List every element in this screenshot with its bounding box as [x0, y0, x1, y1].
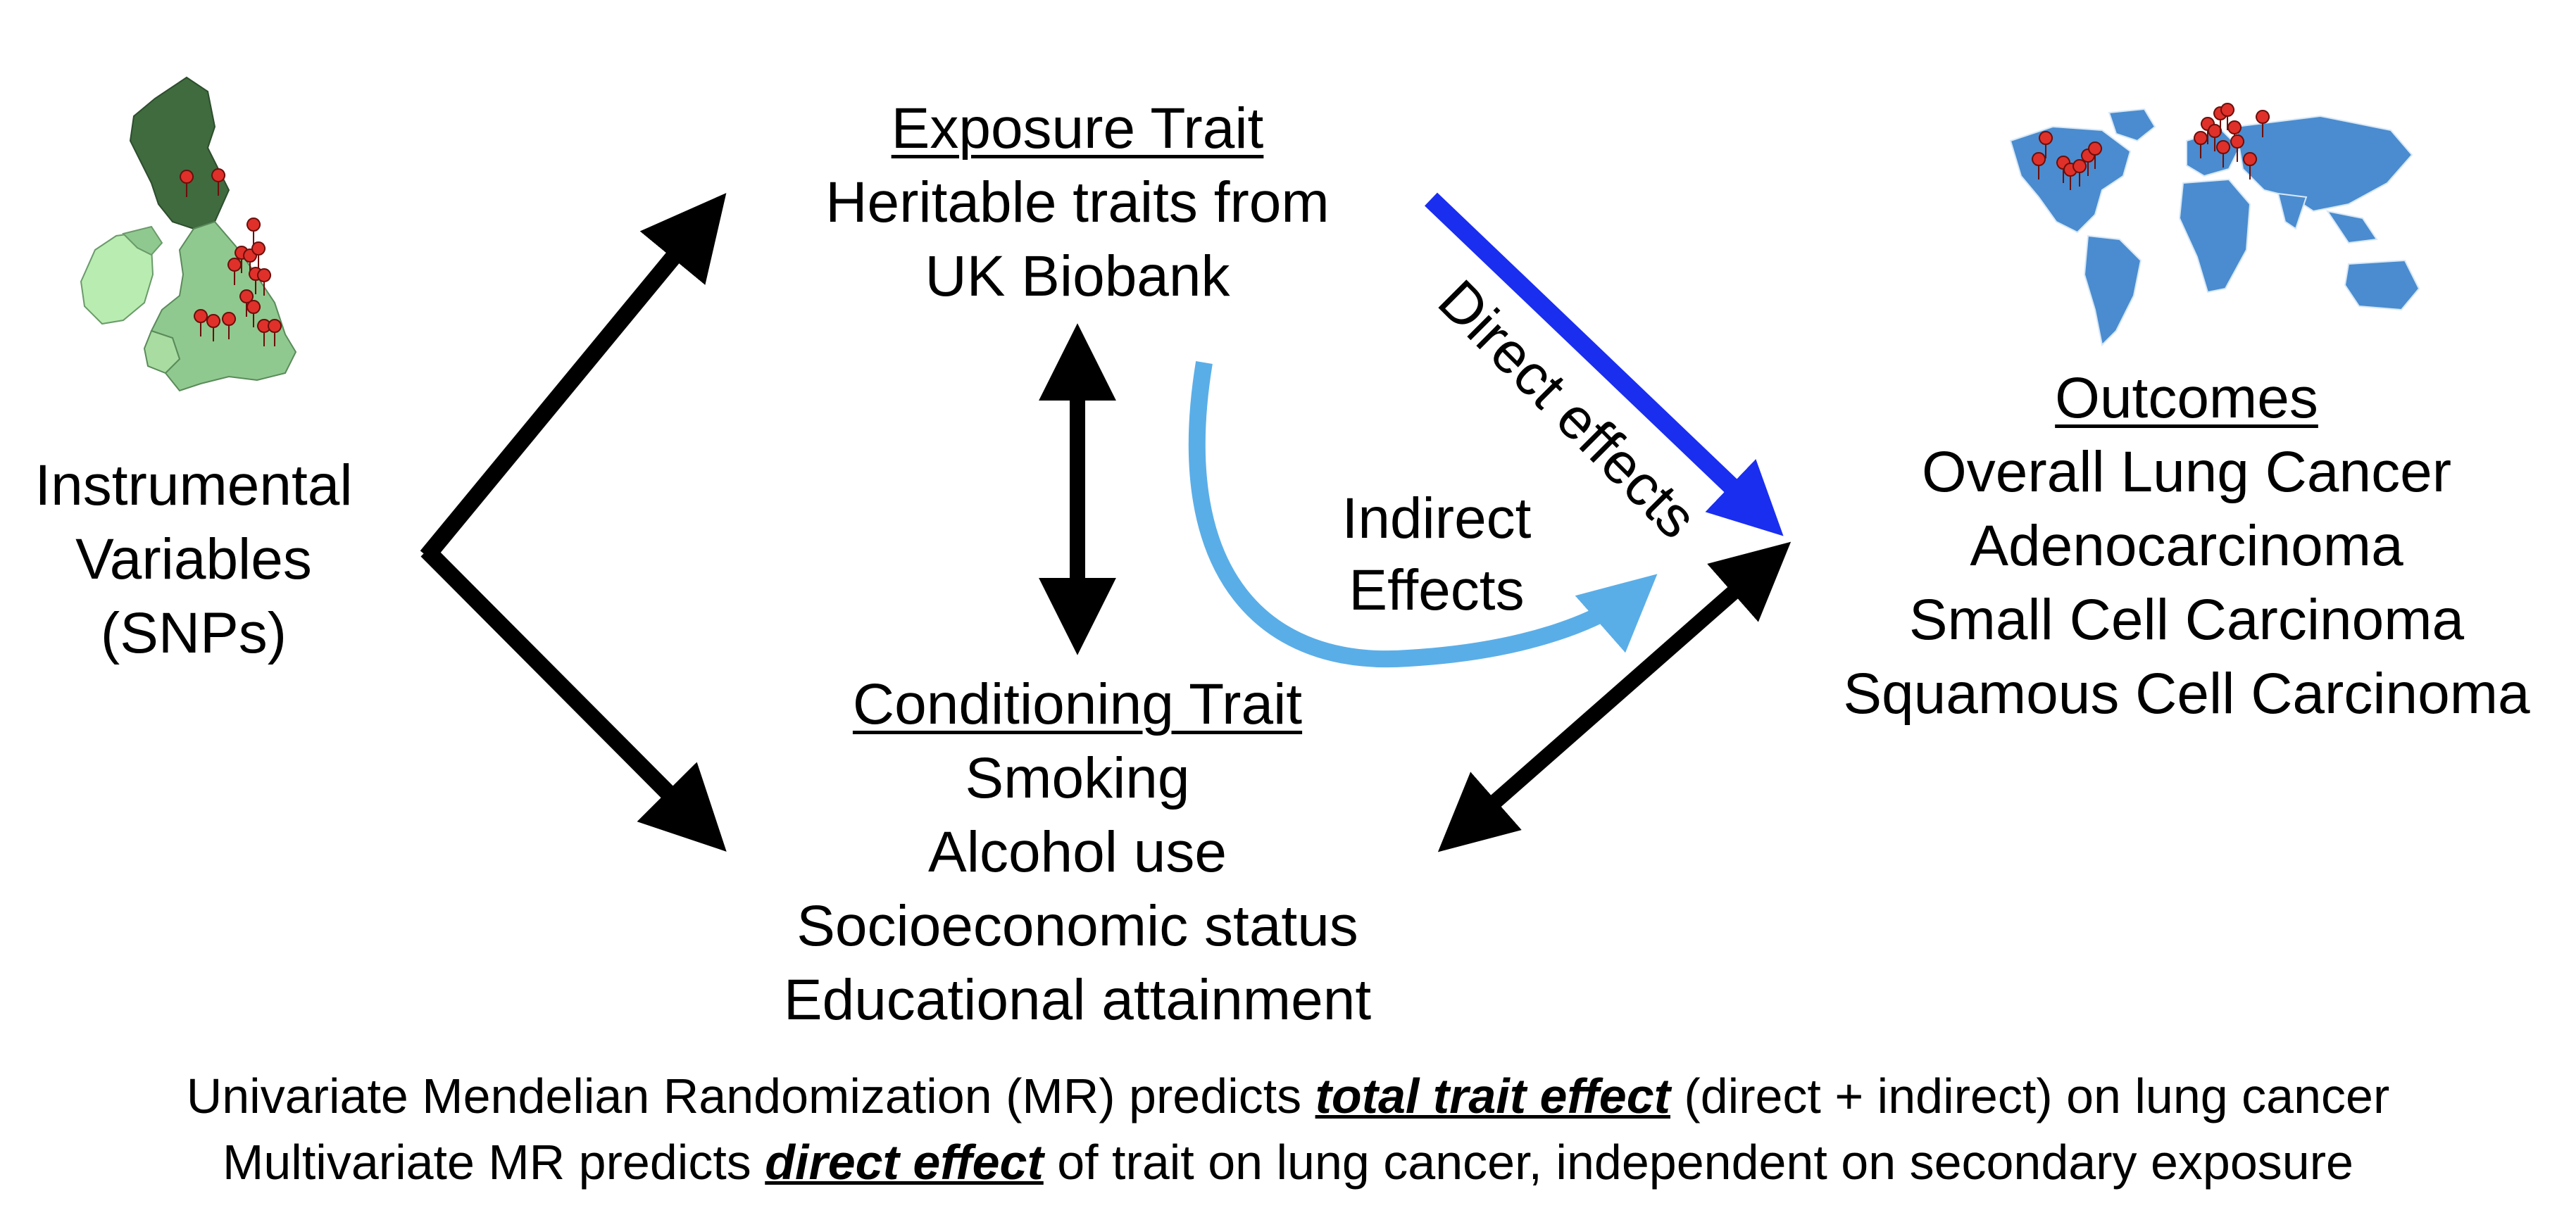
conditioning-outcome-arrow [1437, 541, 1792, 852]
map-pin-icon [2220, 103, 2235, 131]
instrumental-line: Instrumental [35, 453, 353, 517]
conditioning-line: Alcohol use [928, 820, 1227, 884]
map-pin-icon [2230, 134, 2245, 163]
map-pin-icon [2063, 163, 2078, 191]
footer-text: Univariate Mendelian Randomization (MR) … [186, 1069, 1315, 1123]
footer-line-multivariate: Multivariate MR predicts direct effect o… [0, 1129, 2576, 1195]
footer-line-univariate: Univariate Mendelian Randomization (MR) … [0, 1063, 2576, 1129]
snp-to-exposure-arrow [420, 193, 727, 562]
england-wales-shape [150, 220, 297, 392]
map-pin-icon [2208, 124, 2222, 152]
asia-shape [2234, 115, 2413, 213]
australia-shape [2344, 259, 2420, 311]
map-pin-icon [2194, 131, 2208, 159]
indirect-effects-arrow [1188, 361, 1658, 668]
map-pin-icon [2088, 141, 2103, 170]
exposure-trait-block: Exposure Trait Heritable traits from UK … [725, 92, 1430, 313]
northern-ireland-shape [122, 225, 163, 256]
conditioning-line: Smoking [965, 746, 1190, 810]
map-pin-icon [227, 258, 242, 286]
exposure-line: Heritable traits from [825, 170, 1330, 234]
instrumental-line: (SNPs) [100, 601, 287, 665]
map-pin-icon [246, 218, 261, 246]
snp-to-conditioning-arrow [420, 544, 727, 852]
map-pin-icon [257, 268, 272, 296]
map-pin-icon [2256, 110, 2270, 138]
map-pin-icon [2243, 152, 2258, 180]
map-pin-icon [194, 309, 208, 337]
map-pin-icon [2072, 159, 2087, 187]
indirect-line: Indirect [1342, 486, 1532, 550]
world-map-icon [2009, 103, 2420, 347]
footer-text: (direct + indirect) on lung cancer [1670, 1069, 2390, 1123]
outcome-line: Overall Lung Cancer [1921, 440, 2452, 504]
map-pin-icon [222, 312, 237, 340]
map-pin-icon [246, 300, 261, 328]
southeast-asia-shape [2325, 210, 2378, 244]
direct-effect-emphasis: direct effect [765, 1135, 1044, 1190]
map-pin-icon [180, 170, 194, 198]
map-pin-icon [2216, 140, 2231, 168]
indirect-line: Effects [1349, 558, 1525, 622]
map-pin-icon [206, 314, 221, 342]
scotland-shape [129, 76, 230, 230]
outcomes-block: Outcomes Overall Lung Cancer Adenocarcin… [1803, 361, 2570, 731]
wales-shape [143, 329, 181, 374]
instrumental-line: Variables [75, 527, 312, 591]
footer-text: of trait on lung cancer, independent on … [1043, 1135, 2353, 1190]
footer-text: Multivariate MR predicts [223, 1135, 765, 1190]
exposure-heading: Exposure Trait [891, 96, 1264, 160]
total-effect-emphasis: total trait effect [1315, 1069, 1670, 1123]
map-pin-icon [2227, 120, 2242, 149]
greenland-shape [2108, 108, 2156, 142]
outcome-line: Small Cell Carcinoma [1908, 588, 2465, 652]
instrumental-variables-label: Instrumental Variables (SNPs) [0, 448, 387, 670]
conditioning-trait-block: Conditioning Trait Smoking Alcohol use S… [690, 667, 1465, 1037]
outcome-line: Squamous Cell Carcinoma [1843, 662, 2530, 726]
conditioning-line: Educational attainment [783, 968, 1372, 1032]
uk-map-icon [80, 76, 297, 392]
conditioning-line: Socioeconomic status [796, 894, 1358, 958]
direct-effects-arrow [1425, 192, 1784, 536]
india-shape [2277, 192, 2308, 230]
outcomes-heading: Outcomes [2055, 366, 2318, 430]
conditioning-heading: Conditioning Trait [852, 672, 1303, 736]
footer-caption: Univariate Mendelian Randomization (MR) … [0, 1063, 2576, 1195]
south-america-shape [2083, 234, 2142, 347]
map-pin-icon [211, 168, 226, 196]
africa-shape [2178, 178, 2251, 294]
map-pin-icon [268, 319, 282, 347]
map-pin-icon [2032, 152, 2046, 180]
exposure-line: UK Biobank [925, 244, 1230, 308]
map-pin-icon [257, 319, 272, 347]
map-pin-icon [251, 241, 266, 270]
outcome-line: Adenocarcinoma [1970, 514, 2403, 578]
indirect-effects-label: Indirect Effects [1296, 483, 1577, 627]
map-pin-icon [2039, 131, 2053, 159]
